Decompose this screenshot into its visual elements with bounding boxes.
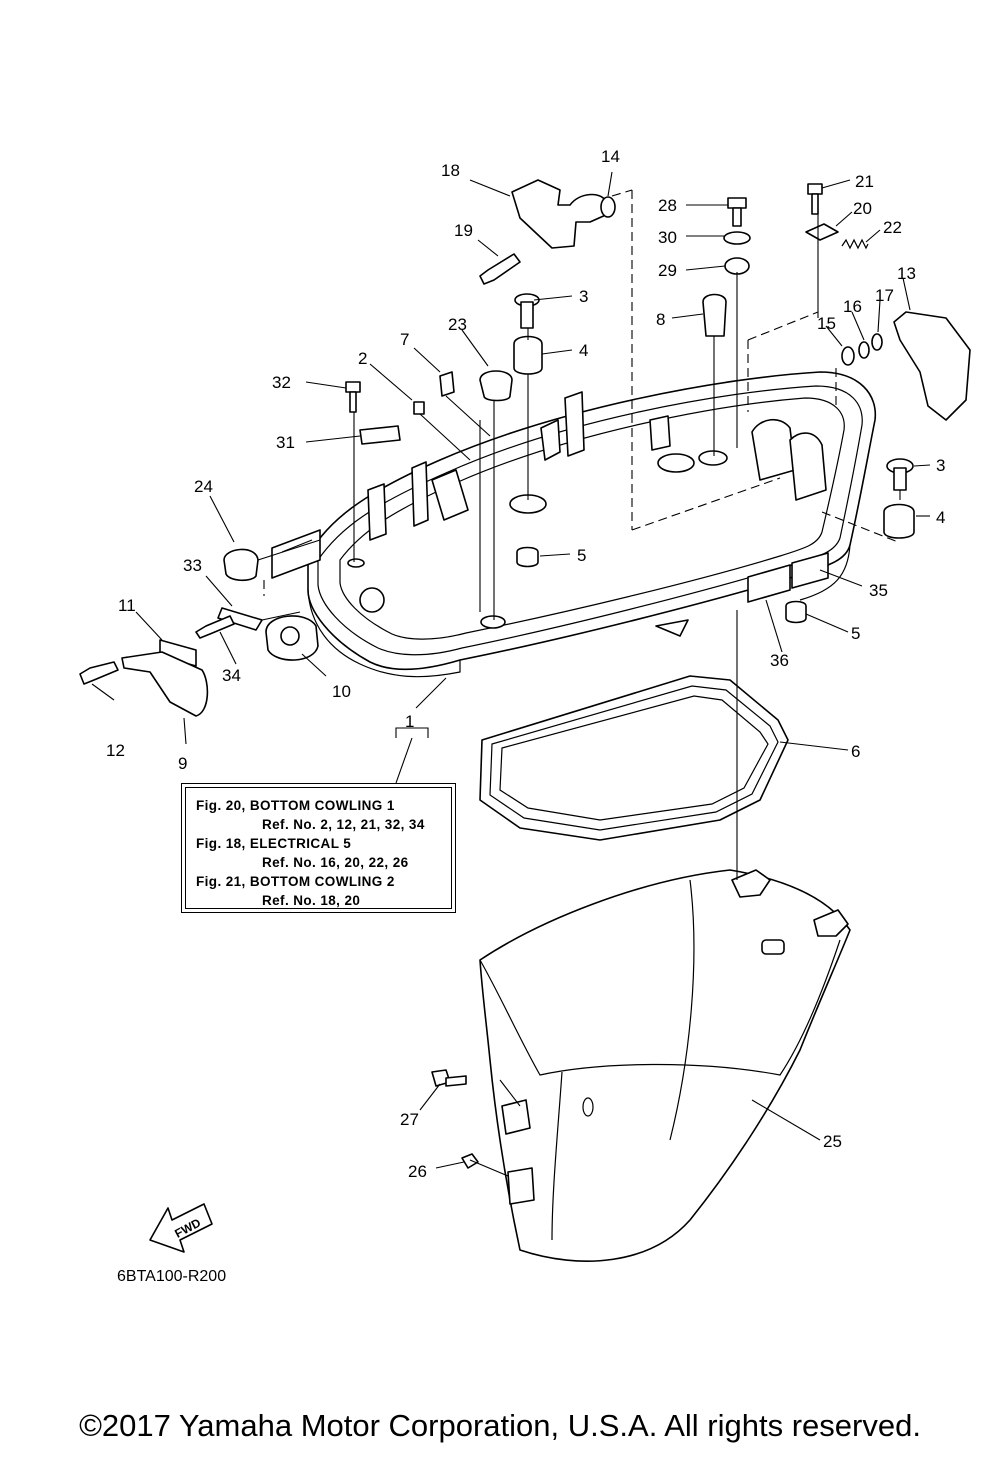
callout-23: 23 [448, 315, 467, 334]
callout-21: 21 [855, 172, 874, 191]
callout-28: 28 [658, 196, 677, 215]
callout-31: 31 [276, 433, 295, 452]
callout-8: 8 [656, 310, 665, 329]
dashed-alignment-lines [263, 189, 899, 596]
callout-14: 14 [601, 147, 620, 166]
gasket-part [479, 675, 789, 841]
callout-6: 6 [851, 742, 860, 761]
lower-cover-part [479, 869, 851, 1262]
callout-22: 22 [883, 218, 902, 237]
callout-3: 3 [579, 287, 588, 306]
callout-4b: 4 [936, 508, 945, 527]
copyright-notice: ©2017 Yamaha Motor Corporation, U.S.A. A… [79, 1408, 921, 1443]
callout-2: 2 [358, 349, 367, 368]
callout-7: 7 [400, 330, 409, 349]
forward-direction-arrow-icon: FWD [149, 1203, 213, 1253]
callout-4: 4 [579, 341, 588, 360]
callout-19: 19 [454, 221, 473, 240]
callout-10: 10 [332, 682, 351, 701]
callout-15: 15 [817, 314, 836, 333]
callout-20: 20 [853, 199, 872, 218]
callout-30: 30 [658, 228, 677, 247]
callout-18: 18 [441, 161, 460, 180]
diagram-code: 6BTA100-R200 [117, 1268, 227, 1285]
ref-line-fig18: Fig. 18, ELECTRICAL 5 [196, 836, 352, 851]
callout-5b: 5 [851, 624, 860, 643]
callout-27: 27 [400, 1110, 419, 1129]
callout-labels: 1 2 3 3 4 4 5 5 6 7 8 9 10 11 12 13 14 1… [106, 147, 945, 1181]
ref-line-fig18-refs: Ref. No. 16, 20, 22, 26 [262, 855, 409, 870]
callout-12: 12 [106, 741, 125, 760]
leader-lines [91, 171, 931, 1177]
callout-13: 13 [897, 264, 916, 283]
ref-line-fig20-refs: Ref. No. 2, 12, 21, 32, 34 [262, 817, 425, 832]
callout-26: 26 [408, 1162, 427, 1181]
callout-29: 29 [658, 261, 677, 280]
callout-11: 11 [118, 596, 136, 615]
ref-line-fig21-refs: Ref. No. 18, 20 [262, 893, 361, 908]
callout-17: 17 [875, 286, 894, 305]
callout-3b: 3 [936, 456, 945, 475]
callout-25: 25 [823, 1132, 842, 1151]
callout-35: 35 [869, 581, 888, 600]
ref-line-fig21: Fig. 21, BOTTOM COWLING 2 [196, 874, 395, 889]
callout-33: 33 [183, 556, 202, 575]
callout-1: 1 [405, 712, 414, 731]
callout-32: 32 [272, 373, 291, 392]
cross-reference-box: Fig. 20, BOTTOM COWLING 1 Ref. No. 2, 12… [181, 783, 456, 913]
callout-24: 24 [194, 477, 213, 496]
callout-36: 36 [770, 651, 789, 670]
ref-line-fig20: Fig. 20, BOTTOM COWLING 1 [196, 798, 395, 813]
callout-34: 34 [222, 666, 241, 685]
callout-16: 16 [843, 297, 862, 316]
callout-9: 9 [178, 754, 187, 773]
bottom-cowling-part [271, 371, 877, 678]
callout-5: 5 [577, 546, 586, 565]
